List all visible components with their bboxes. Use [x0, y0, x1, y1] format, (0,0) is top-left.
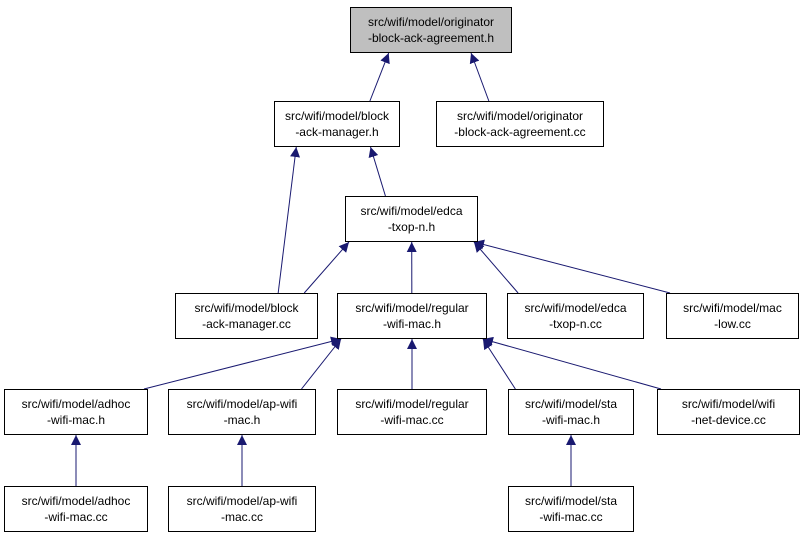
node-label-line1: src/wifi/model/adhoc	[21, 397, 131, 411]
node-label-line1: src/wifi/model/wifi	[681, 397, 776, 411]
node-sta-wifi-mac-h[interactable]: src/wifi/model/sta -wifi-mac.h	[508, 389, 634, 435]
node-label-line1: src/wifi/model/regular	[355, 397, 469, 411]
node-root-originator-block-ack-agreement-h[interactable]: src/wifi/model/originator -block-ack-agr…	[350, 7, 512, 53]
node-label-line1: src/wifi/model/ap-wifi	[186, 494, 298, 508]
edge-orig_cc-to-root	[469, 52, 490, 102]
node-label-line2: -net-device.cc	[691, 413, 766, 427]
node-label-line2: -wifi-mac.h	[541, 413, 600, 427]
node-label-line2: -wifi-mac.cc	[539, 510, 603, 524]
node-label-line1: src/wifi/model/ap-wifi	[186, 397, 298, 411]
node-mac-low-cc[interactable]: src/wifi/model/mac -low.cc	[666, 293, 799, 339]
node-label-line2: -wifi-mac.h	[46, 413, 105, 427]
node-label-line2: -block-ack-agreement.h	[367, 31, 495, 45]
node-label-line1: src/wifi/model/adhoc	[21, 494, 131, 508]
node-label-line1: src/wifi/model/regular	[355, 301, 469, 315]
node-ap-wifi-mac-cc[interactable]: src/wifi/model/ap-wifi -mac.cc	[168, 486, 316, 532]
node-block-ack-manager-cc[interactable]: src/wifi/model/block -ack-manager.cc	[175, 293, 318, 339]
node-block-ack-manager-h[interactable]: src/wifi/model/block -ack-manager.h	[274, 101, 400, 147]
node-adhoc-wifi-mac-cc[interactable]: src/wifi/model/adhoc -wifi-mac.cc	[4, 486, 148, 532]
node-label-line2: -wifi-mac.h	[382, 317, 441, 331]
node-regular-wifi-mac-cc[interactable]: src/wifi/model/regular -wifi-mac.cc	[337, 389, 487, 435]
node-label-line2: -mac.h	[223, 413, 261, 427]
node-label-line2: -ack-manager.h	[295, 125, 379, 139]
node-label-line1: src/wifi/model/originator	[456, 109, 584, 123]
edge-netdev-to-reg_h	[482, 336, 662, 390]
node-label-line2: -ack-manager.cc	[202, 317, 291, 331]
node-label-line2: -mac.cc	[221, 510, 263, 524]
edge-bam_cc-to-edca_h	[303, 241, 350, 294]
node-sta-wifi-mac-cc[interactable]: src/wifi/model/sta -wifi-mac.cc	[508, 486, 634, 532]
node-label-line1: src/wifi/model/mac	[683, 301, 782, 315]
edge-maclow-to-edca_h	[473, 239, 671, 294]
node-adhoc-wifi-mac-h[interactable]: src/wifi/model/adhoc -wifi-mac.h	[4, 389, 148, 435]
node-label-line2: -low.cc	[714, 317, 751, 331]
edge-edca_h-to-bam_h	[368, 146, 386, 197]
node-edca-txop-n-h[interactable]: src/wifi/model/edca -txop-n.h	[345, 196, 478, 242]
node-label-line2: -txop-n.h	[387, 220, 436, 234]
node-label-line1: src/wifi/model/sta	[524, 494, 618, 508]
node-label-line1: src/wifi/model/originator	[367, 15, 495, 29]
node-label-line2: -wifi-mac.cc	[380, 413, 444, 427]
edge-ap_h-to-reg_h	[301, 338, 342, 390]
node-label-line1: src/wifi/model/edca	[524, 301, 627, 315]
node-originator-block-ack-agreement-cc[interactable]: src/wifi/model/originator -block-ack-agr…	[436, 101, 604, 147]
edge-edca_cc-to-edca_h	[473, 241, 519, 294]
node-label-line1: src/wifi/model/block	[284, 109, 390, 123]
edge-adhoc_h-to-reg_h	[143, 336, 342, 390]
node-label-line2: -block-ack-agreement.cc	[454, 125, 586, 139]
node-ap-wifi-mac-h[interactable]: src/wifi/model/ap-wifi -mac.h	[168, 389, 316, 435]
edge-sta_h-to-reg_h	[482, 338, 516, 390]
node-label-line2: -wifi-mac.cc	[44, 510, 108, 524]
node-edca-txop-n-cc[interactable]: src/wifi/model/edca -txop-n.cc	[507, 293, 644, 339]
edge-bam_cc-to-bam_h	[277, 146, 301, 294]
node-wifi-net-device-cc[interactable]: src/wifi/model/wifi -net-device.cc	[657, 389, 800, 435]
node-label-line1: src/wifi/model/sta	[524, 397, 618, 411]
edge-bam_h-to-root	[369, 52, 390, 102]
node-label-line1: src/wifi/model/edca	[360, 204, 463, 218]
node-label-line1: src/wifi/model/block	[194, 301, 299, 315]
node-regular-wifi-mac-h[interactable]: src/wifi/model/regular -wifi-mac.h	[337, 293, 487, 339]
node-label-line2: -txop-n.cc	[549, 317, 602, 331]
